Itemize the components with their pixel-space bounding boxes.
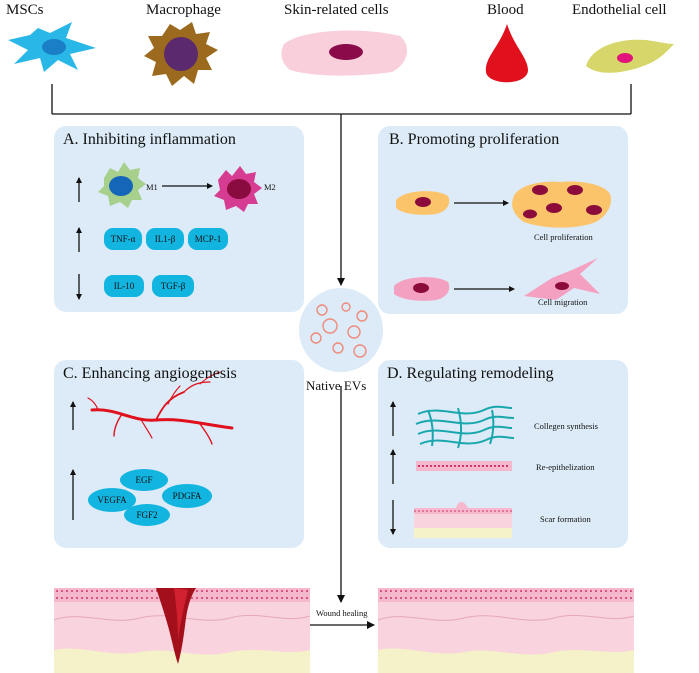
factor-tnf: TNF-α <box>104 228 142 250</box>
factor-egf: EGF <box>120 469 168 491</box>
wounded-skin-icon <box>53 588 311 673</box>
source-connector <box>51 84 632 286</box>
migration-cell-icon <box>394 277 450 301</box>
collagen-label: Collegen synthesis <box>534 421 598 431</box>
scar-tissue-icon <box>414 502 512 538</box>
scar-label: Scar formation <box>540 514 591 524</box>
factor-il10: IL-10 <box>104 275 144 297</box>
factor-pdgfa: PDGFA <box>162 484 212 508</box>
label-macrophage: Macrophage <box>146 2 221 18</box>
panel-a-title: A. Inhibiting inflammation <box>63 131 236 148</box>
migration-label: Cell migration <box>538 297 588 307</box>
endothelial-cell-icon <box>586 39 674 73</box>
panel-c-title: C. Enhancing angiogenesis <box>63 365 237 382</box>
panel-d-bg <box>378 360 628 548</box>
epithelium-icon <box>416 461 512 471</box>
label-endothelial: Endothelial cell <box>572 2 667 18</box>
panel-b-title: B. Promoting proliferation <box>389 131 560 148</box>
reepi-label: Re-epithelization <box>536 462 595 472</box>
panel-b-bg <box>378 126 628 314</box>
label-mscs: MSCs <box>6 2 44 18</box>
wound-healing-label: Wound healing <box>316 608 368 618</box>
label-skin-cells: Skin-related cells <box>284 2 389 18</box>
factor-tgfb: TGF-β <box>152 275 194 297</box>
collagen-fibers-icon <box>415 405 515 449</box>
blood-vessel-icon <box>87 371 234 445</box>
m1-macrophage-icon <box>98 162 146 208</box>
factor-vegfa: VEGFA <box>88 488 136 512</box>
m2-label: M2 <box>264 182 276 192</box>
panel-c-bg <box>54 360 304 548</box>
mscs-icon <box>8 22 96 72</box>
skin-cell-icon <box>281 30 407 76</box>
proliferation-label: Cell proliferation <box>534 232 593 242</box>
label-blood: Blood <box>487 2 524 18</box>
factor-fgf2: FGF2 <box>124 504 170 526</box>
factor-il1b: IL1-β <box>146 228 184 250</box>
migrating-cell-icon <box>524 258 600 300</box>
prolif-cell-icon <box>396 191 450 215</box>
m1-label: M1 <box>146 182 158 192</box>
native-evs-label: Native EVs <box>306 378 367 393</box>
factor-mcp1: MCP-1 <box>188 228 228 250</box>
prolif-cluster-icon <box>512 181 612 228</box>
blood-drop-icon <box>485 24 528 83</box>
healed-skin-icon <box>377 588 635 673</box>
m2-macrophage-icon <box>214 166 262 212</box>
native-evs-icon <box>299 288 383 372</box>
panel-d-title: D. Regulating remodeling <box>387 365 554 382</box>
macrophage-icon <box>144 22 218 86</box>
